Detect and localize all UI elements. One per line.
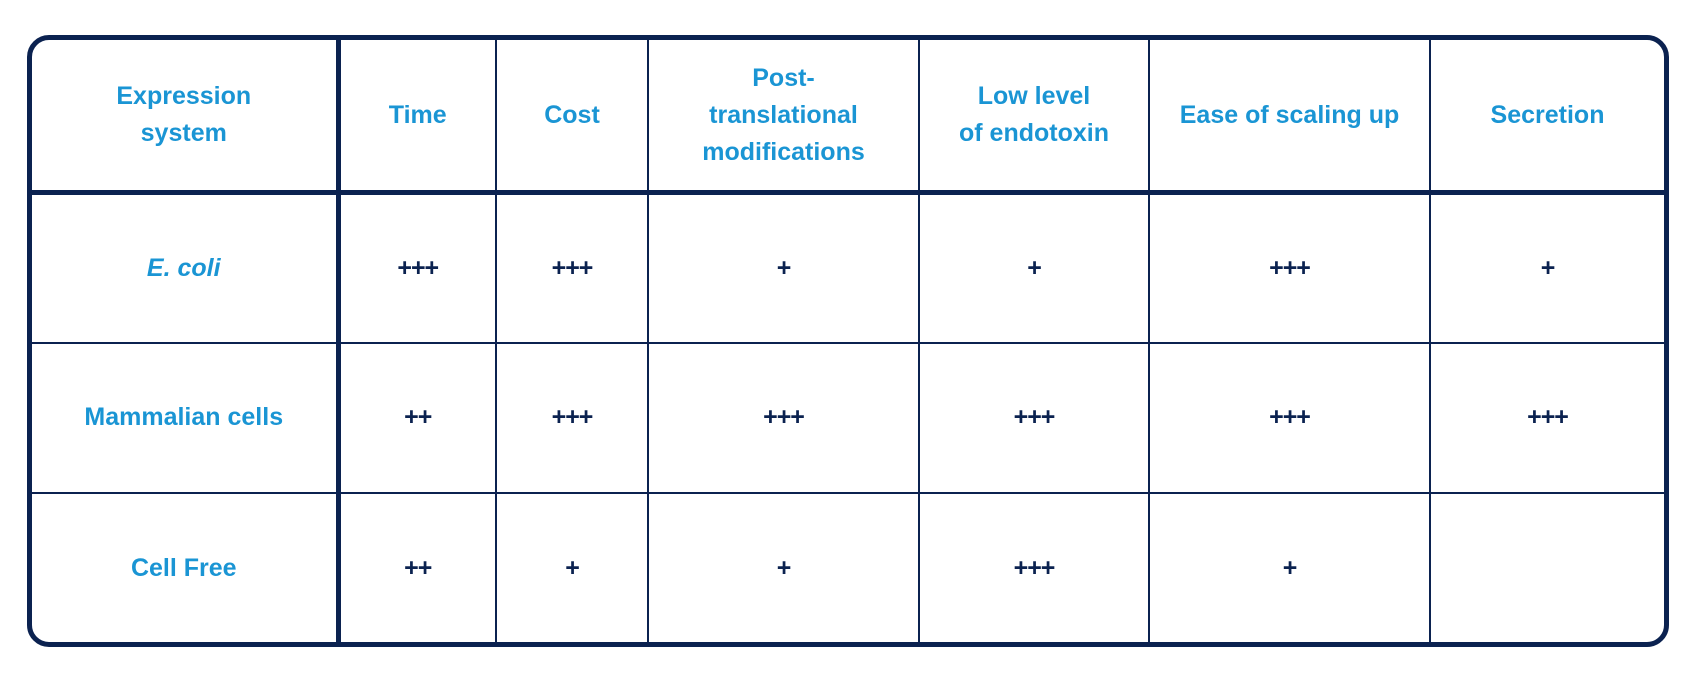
- table-row: Cell Free++++++++: [32, 491, 1664, 642]
- table-row: Mammalian cells+++++++++++++++++: [32, 341, 1664, 493]
- table-cell-rating: +++: [1148, 341, 1430, 493]
- table-cell-rating: +: [1429, 190, 1664, 343]
- table-cell-rating: +++: [918, 341, 1149, 493]
- table-cell-rating: +++: [337, 190, 496, 343]
- column-header-secretion: Secretion: [1429, 40, 1664, 193]
- table-cell-rating: +: [647, 190, 919, 343]
- column-header-time: Time: [337, 40, 496, 193]
- table-cell-rating: +: [1148, 491, 1430, 642]
- table-cell-rating: +: [495, 491, 648, 642]
- row-label-expression-system: Cell Free: [32, 491, 341, 642]
- table-cell-rating: +++: [1148, 190, 1430, 343]
- table-cell-rating: +++: [495, 190, 648, 343]
- table-cell-rating: +++: [918, 491, 1149, 642]
- table-cell-rating: ++: [337, 491, 496, 642]
- table-body: E. coli++++++++++++Mammalian cells++++++…: [32, 190, 1664, 642]
- row-label-expression-system: Mammalian cells: [32, 341, 341, 493]
- table-cell-rating: +: [647, 491, 919, 642]
- row-label-expression-system: E. coli: [32, 190, 341, 343]
- table-row: E. coli++++++++++++: [32, 190, 1664, 343]
- column-header-ease-of-scaling: Ease of scaling up: [1148, 40, 1430, 193]
- table-cell-rating: +++: [495, 341, 648, 493]
- table-cell-rating: +++: [647, 341, 919, 493]
- table-cell-rating: +++: [1429, 341, 1664, 493]
- table-cell-rating: [1429, 491, 1664, 642]
- column-header-cost: Cost: [495, 40, 648, 193]
- table-cell-rating: +: [918, 190, 1149, 343]
- table-cell-rating: ++: [337, 341, 496, 493]
